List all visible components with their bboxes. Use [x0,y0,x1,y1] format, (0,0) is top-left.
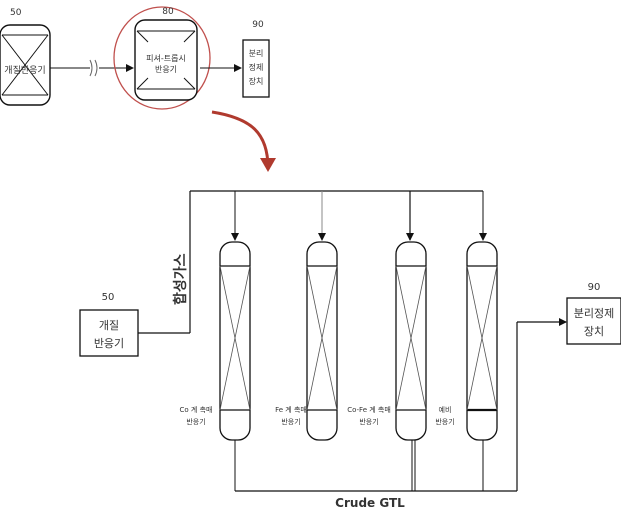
top-break-mark [89,59,98,77]
highlight-circle [113,6,211,110]
bottom-separator-label-2: 장치 [584,325,604,338]
top-separator-label-1: 분리 [249,49,264,58]
reactor-label-2: 반응기 [281,417,300,426]
top-ft-reactor-vessel [134,19,198,101]
top-reformer-number: 50 [10,8,22,18]
bottom-separator-label-1: 분리정제 [574,307,614,320]
reactor-bed-cross [395,265,427,411]
reactor-vessel [306,241,338,441]
reactor-bed-cross [219,265,251,411]
reactor-label-1: Co-Fe 계 촉매 [347,405,391,414]
reactor-label-2: 반응기 [435,417,454,426]
top-ft-label-1: 피셔-트롭시 [146,54,186,63]
reactor-label-2: 반응기 [359,417,378,426]
crude-gtl-label: Crude GTL [335,496,405,510]
top-separator-number: 90 [252,20,264,30]
reactor-vessel [395,241,427,441]
bottom-reformer-label-2: 반응기 [94,337,124,350]
reactor-label-1: Co 계 촉매 [180,405,213,414]
top-separator-box [242,39,270,98]
top-ft-number: 80 [162,7,174,17]
bottom-reformer-box [79,309,139,357]
reactor-label-1: 예비 [439,405,452,414]
top-reformer-vessel [0,24,51,106]
top-ft-label-2: 반응기 [155,65,177,74]
reactor-label-1: Fe 계 촉매 [275,405,307,414]
top-separator-label-2: 정제 [249,62,264,72]
reactor-label-2: 반응기 [186,417,205,426]
reactor-bed-cross [466,265,498,411]
top-separator-label-3: 장치 [249,76,264,86]
bottom-reformer-label-1: 개질 [99,319,119,332]
bottom-separator-box [566,297,621,345]
reactor-vessel [466,241,498,441]
syngas-label: 합성가스 [172,253,189,305]
top-reformer-label: 개질반응기 [4,64,45,76]
bottom-reformer-number: 50 [102,292,115,303]
expand-arrow [211,110,276,172]
reactor-bed-cross [306,265,338,411]
bottom-separator-number: 90 [588,282,601,293]
